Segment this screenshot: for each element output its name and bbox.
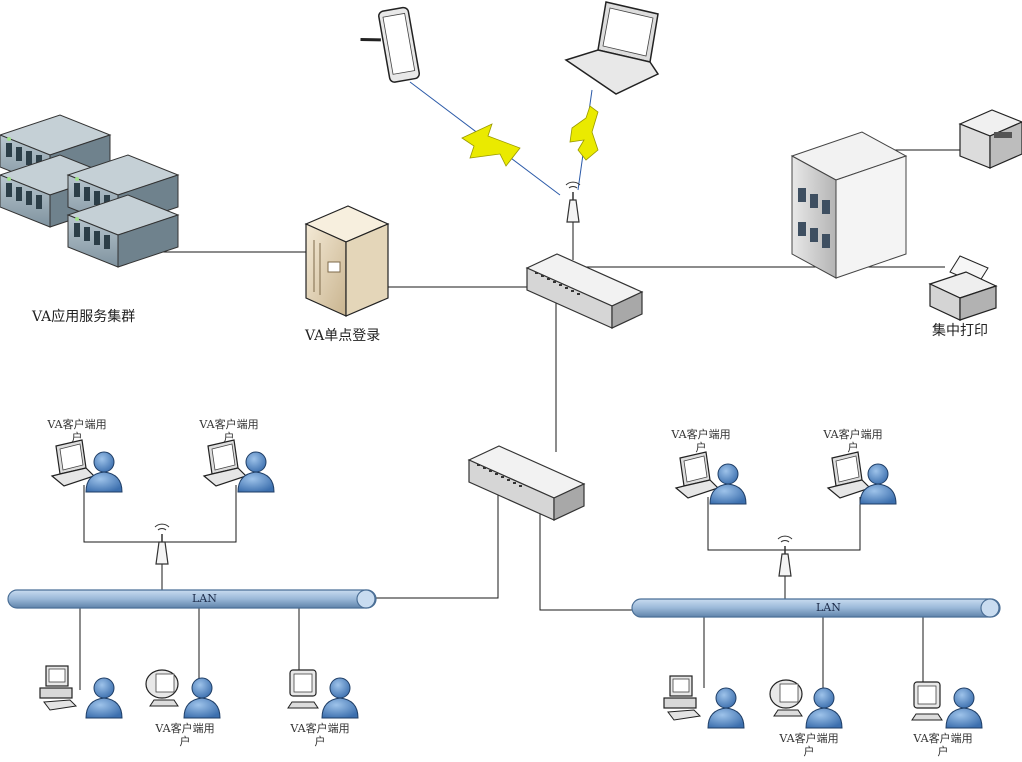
client-laptop-user [675, 451, 747, 505]
laptop-icon [564, 1, 660, 95]
tablet-icon [360, 6, 421, 83]
server-cluster-icon [0, 114, 179, 268]
lan-right [631, 598, 1001, 618]
printer-icon [928, 255, 998, 321]
sso-server-icon [304, 205, 390, 317]
access-point-icon [154, 523, 170, 565]
client-crt-user [769, 679, 843, 729]
cluster-label: VA应用服务集群 [32, 309, 136, 325]
client-flat-user [287, 669, 359, 719]
client-crt-user [145, 669, 221, 719]
client-desktop-user [39, 665, 123, 719]
client-laptop-user [203, 439, 275, 493]
distribution-switch-icon [468, 445, 585, 521]
lan-label: LAN [816, 601, 841, 614]
wireless-links [409, 81, 599, 196]
client-label: VA客户端用户 [199, 418, 259, 444]
client-laptop-user [827, 451, 897, 505]
lan-left [7, 589, 377, 609]
client-label: VA客户端用户 [779, 732, 839, 758]
client-label: VA客户端用户 [823, 428, 883, 454]
client-label: VA客户端用户 [290, 722, 350, 748]
wireless-bolt-icon [461, 123, 521, 167]
client-label: VA客户端用户 [155, 722, 215, 748]
sso-label: VA单点登录 [305, 328, 381, 344]
client-label: VA客户端用户 [913, 732, 973, 758]
lan-label: LAN [192, 592, 217, 605]
connection-lines [79, 149, 960, 690]
core-switch-icon [526, 253, 643, 329]
client-label: VA客户端用户 [671, 428, 731, 454]
access-point-icon [777, 535, 793, 577]
client-laptop-user [51, 439, 123, 493]
building-icon [790, 131, 908, 279]
client-flat-user [911, 681, 983, 729]
print-label: 集中打印 [932, 323, 988, 339]
client-label: VA客户端用户 [47, 418, 107, 444]
printer-icon [958, 109, 1022, 169]
wireless-bolt-icon [569, 105, 599, 161]
